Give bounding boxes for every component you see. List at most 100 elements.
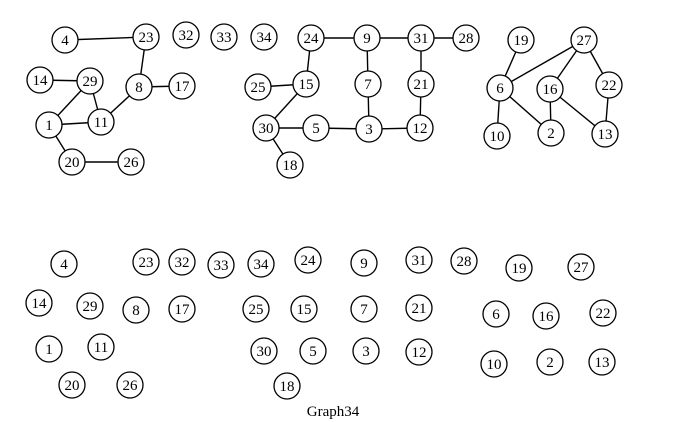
top-node-10: 10 — [483, 122, 511, 150]
top-node-16: 16 — [536, 75, 564, 103]
top-node-circle — [168, 72, 196, 100]
bottom-node-circle — [536, 348, 564, 376]
top-node-25: 25 — [244, 73, 272, 101]
top-node-circle — [406, 114, 434, 142]
bottom-node-4: 4 — [50, 250, 78, 278]
bottom-node-label: 33 — [214, 258, 229, 274]
top-node-label: 22 — [602, 78, 617, 94]
bottom-node-circle — [290, 295, 318, 323]
top-node-circle — [353, 24, 381, 52]
top-node-5: 5 — [302, 114, 330, 142]
top-node-29: 29 — [76, 67, 104, 95]
bottom-node-label: 12 — [412, 345, 427, 361]
bottom-node-label: 19 — [512, 261, 527, 277]
top-node-26: 26 — [117, 148, 145, 176]
bottom-node-2: 2 — [536, 348, 564, 376]
bottom-node-24: 24 — [294, 246, 322, 274]
bottom-node-12: 12 — [405, 338, 433, 366]
top-node-label: 7 — [364, 77, 372, 93]
bottom-node-16: 16 — [532, 302, 560, 330]
bottom-node-label: 11 — [94, 340, 108, 356]
bottom-node-label: 32 — [175, 255, 190, 271]
bottom-node-label: 18 — [280, 379, 295, 395]
bottom-node-circle — [532, 302, 560, 330]
top-node-label: 1 — [45, 118, 53, 134]
top-node-13: 13 — [591, 120, 619, 148]
bottom-node-9: 9 — [350, 249, 378, 277]
top-node-circle — [355, 115, 383, 143]
top-node-circle — [132, 23, 160, 51]
top-node-27: 27 — [570, 26, 598, 54]
top-node-circle — [58, 148, 86, 176]
bottom-node-15: 15 — [290, 295, 318, 323]
bottom-node-label: 17 — [175, 302, 191, 318]
bottom-node-27: 27 — [567, 253, 595, 281]
top-node-label: 18 — [283, 158, 298, 174]
top-node-label: 9 — [363, 31, 371, 47]
bottom-node-circle — [25, 289, 53, 317]
bottom-node-label: 4 — [60, 257, 68, 273]
top-node-label: 25 — [251, 80, 266, 96]
bottom-node-circle — [116, 371, 144, 399]
bottom-node-label: 14 — [32, 296, 48, 312]
top-node-circle — [276, 151, 304, 179]
bottom-node-label: 15 — [297, 302, 312, 318]
top-node-1: 1 — [35, 111, 63, 139]
top-node-circle — [117, 148, 145, 176]
top-node-label: 24 — [304, 31, 320, 47]
top-node-7: 7 — [354, 70, 382, 98]
top-node-circle — [51, 26, 79, 54]
top-graph-edges — [39, 36, 610, 166]
top-node-label: 28 — [459, 31, 474, 47]
bottom-node-6: 6 — [482, 300, 510, 328]
top-node-circle — [76, 67, 104, 95]
top-node-label: 34 — [257, 30, 273, 46]
top-node-22: 22 — [595, 71, 623, 99]
top-node-label: 27 — [577, 33, 593, 49]
top-node-3: 3 — [355, 115, 383, 143]
top-node-label: 10 — [490, 129, 505, 145]
bottom-node-circle — [87, 333, 115, 361]
bottom-node-circle — [242, 295, 270, 323]
bottom-node-5: 5 — [299, 337, 327, 365]
top-node-label: 12 — [413, 121, 428, 137]
top-node-label: 31 — [414, 31, 429, 47]
bottom-node-circle — [405, 246, 433, 274]
bottom-node-34: 34 — [247, 250, 275, 278]
top-node-circle — [407, 24, 435, 52]
top-node-33: 33 — [210, 23, 238, 51]
top-node-label: 13 — [598, 127, 613, 143]
bottom-node-13: 13 — [588, 348, 616, 376]
top-node-circle — [26, 66, 54, 94]
top-node-circle — [407, 70, 435, 98]
bottom-node-30: 30 — [250, 337, 278, 365]
top-node-circle — [125, 73, 153, 101]
bottom-node-1: 1 — [35, 335, 63, 363]
top-node-label: 20 — [65, 155, 80, 171]
bottom-node-circle — [405, 294, 433, 322]
bottom-node-circle — [247, 250, 275, 278]
top-node-circle — [452, 24, 480, 52]
top-node-label: 26 — [124, 155, 140, 171]
bottom-node-14: 14 — [25, 289, 53, 317]
bottom-node-label: 6 — [492, 307, 500, 323]
top-node-24: 24 — [297, 24, 325, 52]
top-node-circle — [537, 119, 565, 147]
top-node-30: 30 — [252, 114, 280, 142]
top-node-circle — [250, 23, 278, 51]
bottom-node-circle — [350, 249, 378, 277]
top-node-circle — [252, 114, 280, 142]
top-node-label: 33 — [217, 30, 232, 46]
bottom-node-label: 26 — [123, 378, 139, 394]
top-node-circle — [483, 122, 511, 150]
top-node-label: 6 — [496, 81, 504, 97]
top-node-label: 15 — [299, 77, 314, 93]
top-node-20: 20 — [58, 148, 86, 176]
top-node-34: 34 — [250, 23, 278, 51]
bottom-node-29: 29 — [76, 292, 104, 320]
top-node-label: 11 — [94, 115, 108, 131]
bottom-node-33: 33 — [207, 251, 235, 279]
top-node-label: 16 — [543, 82, 559, 98]
bottom-node-circle — [132, 248, 160, 276]
